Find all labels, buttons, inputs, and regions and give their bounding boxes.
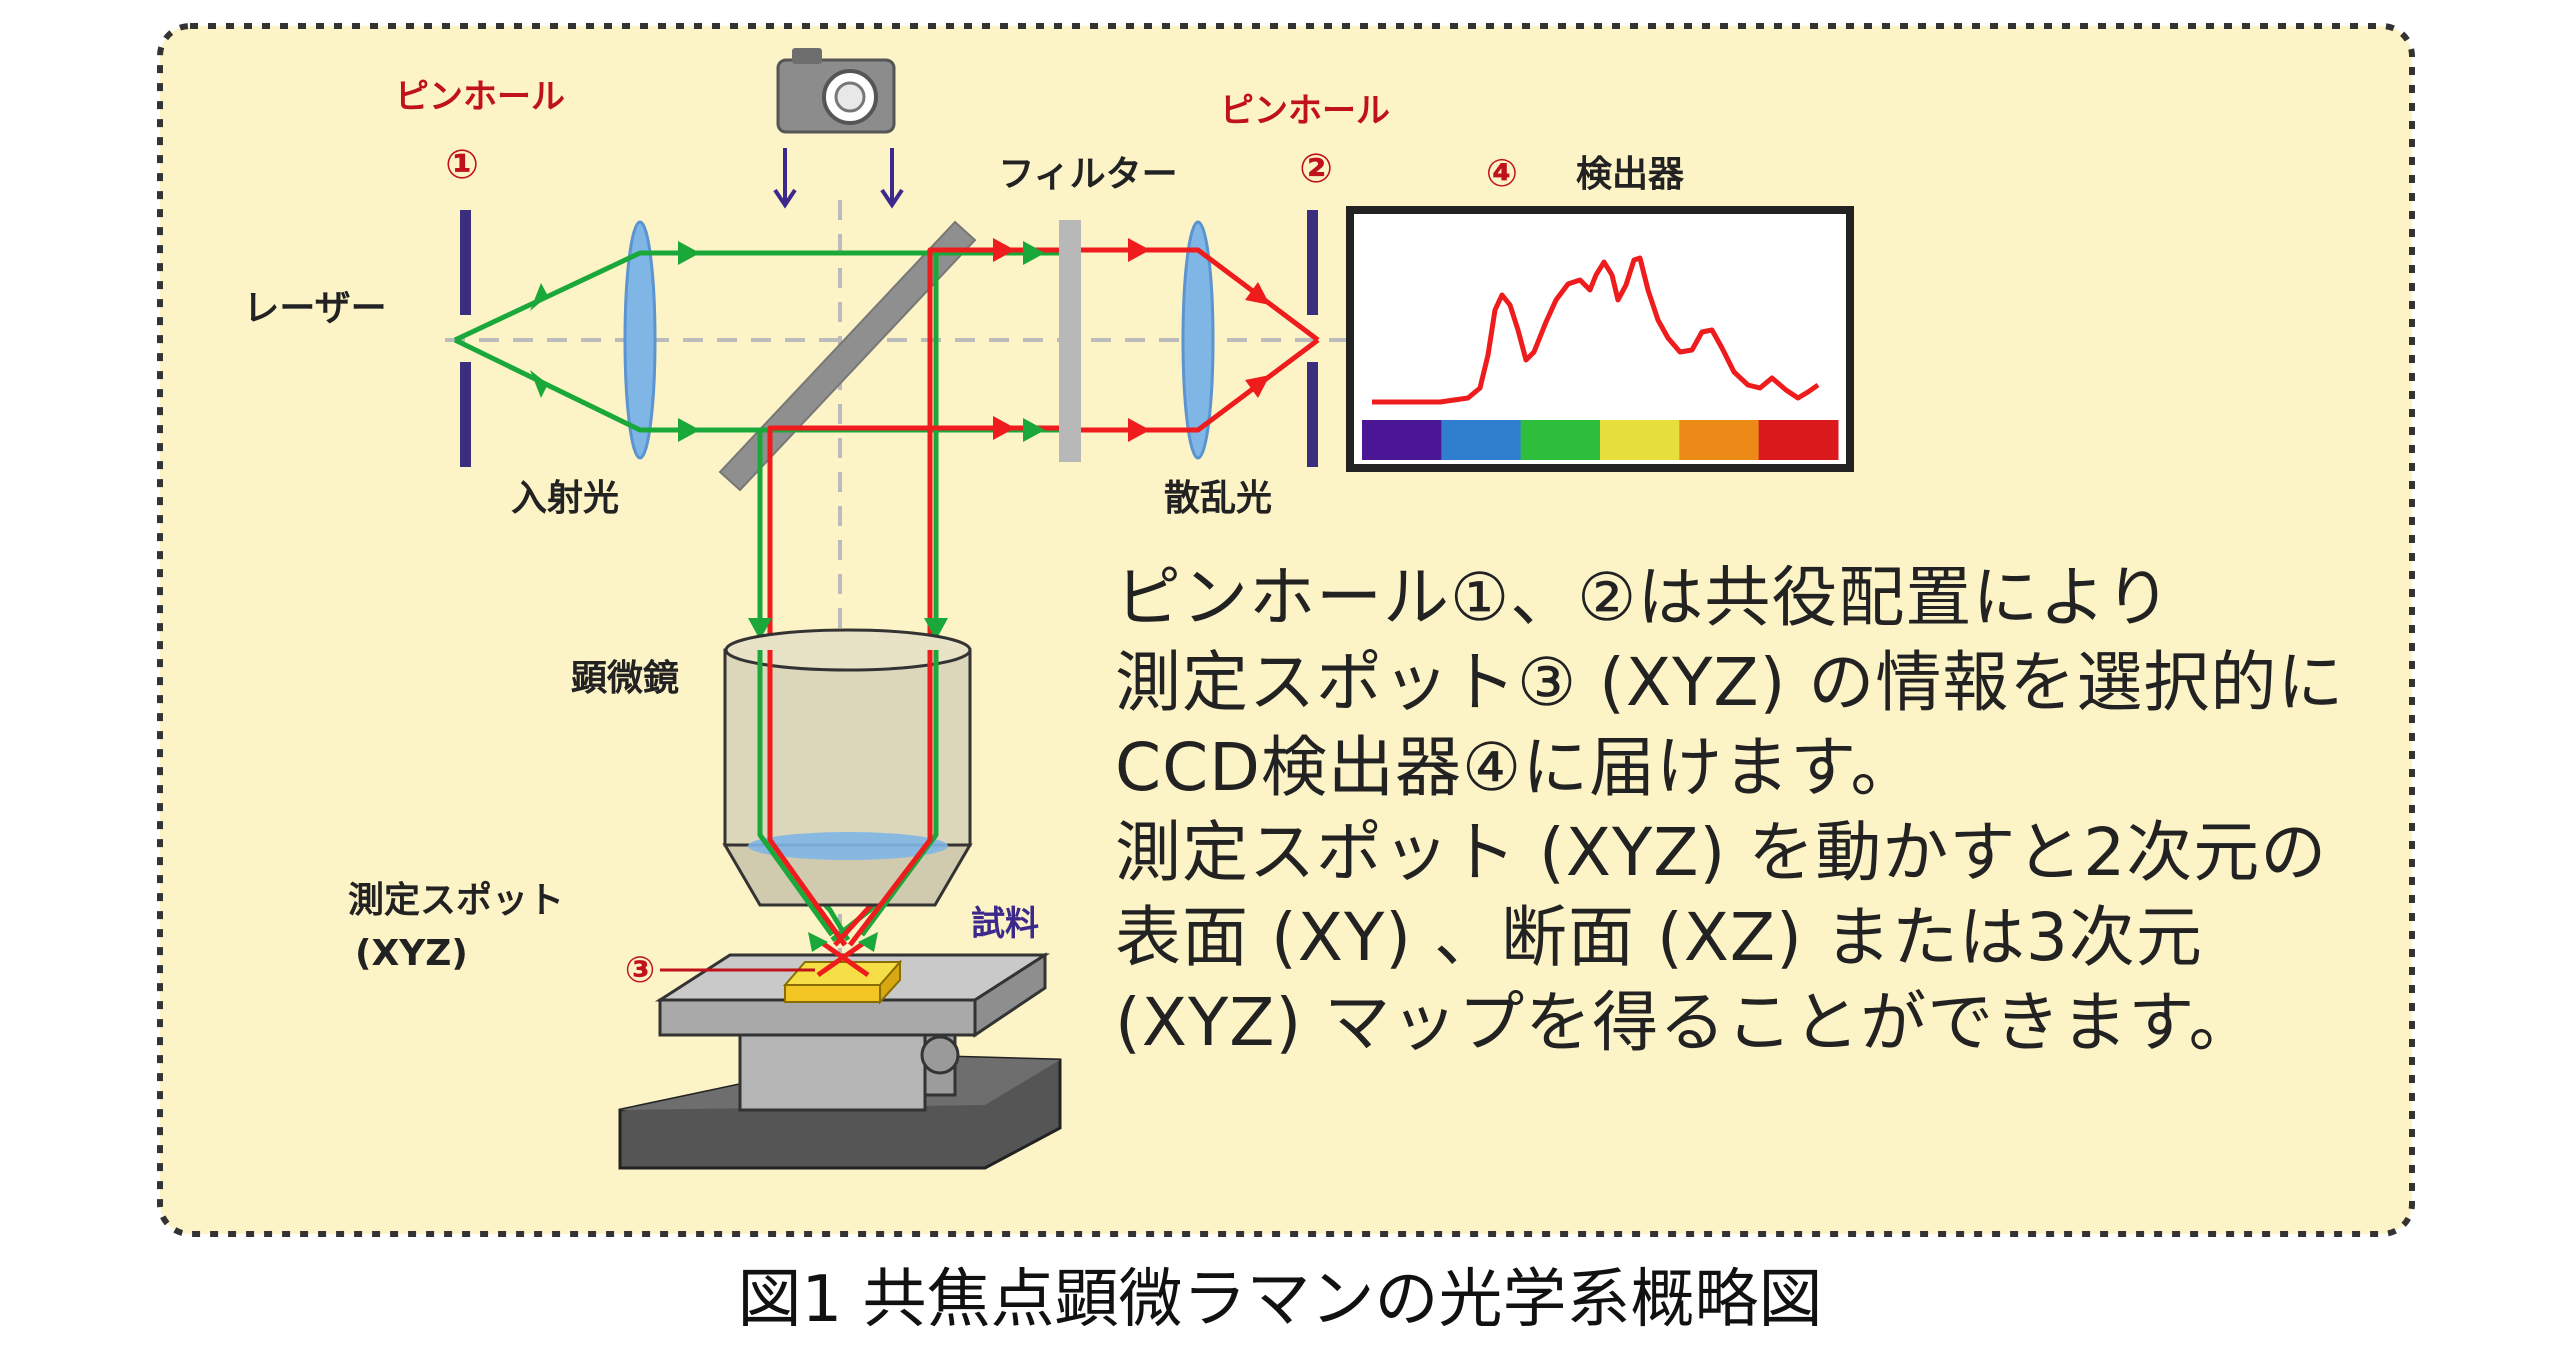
detector [1346,206,1854,472]
scattered-light-label: 散乱光 [1164,478,1272,519]
pinhole-1 [460,210,471,467]
pinhole-2-number: ② [1299,146,1333,192]
spectrum-segment [1758,420,1839,460]
sample [782,959,903,1005]
description-line-4: 測定スポット (XYZ) を動かすと2次元の [1115,814,2328,891]
beam-splitter [718,220,977,492]
beam-arrowheads [530,238,1270,640]
filter-label: フィルター [998,154,1177,195]
incident-light-label: 入射光 [511,478,619,519]
spectrum-color-bar [1362,420,1839,460]
camera-icon [776,48,896,134]
raman-spectrum-curve [1372,255,1820,405]
detector-label: 検出器 [1576,154,1685,195]
lens-1 [623,220,657,460]
spot-number: ③ [625,950,655,991]
detector-number: ④ [1486,151,1518,195]
pinhole-1-title: ピンホール [395,77,565,117]
spot-label-line2: (XYZ) [355,933,468,974]
figure-caption: 図1 共焦点顕微ラマンの光学系概略図 [737,1263,1823,1337]
filter [1059,220,1081,462]
spectrum-segment [1600,420,1680,460]
camera-arrows [773,148,904,209]
description-line-3: CCD検出器④に届けます。 [1115,729,1918,806]
beams-in-objective [757,650,939,947]
pinhole-2 [1307,210,1318,467]
pinhole-2-title: ピンホール [1220,91,1390,131]
spectrum-segment [1362,420,1442,460]
pinhole-1-number: ① [445,142,479,188]
laser-label: レーザー [243,288,386,329]
description-line-1: ピンホール①、②は共役配置により [1115,559,2173,636]
spot-label-line1: 測定スポット [348,879,564,921]
spectrum-segment [1441,420,1522,460]
description-text: ピンホール①、②は共役配置により 測定スポット③ (XYZ) の情報を選択的に … [1115,555,2425,1065]
description-line-5: 表面 (XY) 、断面 (XZ) または3次元 [1115,899,2203,976]
focal-spot [808,932,878,978]
microscope-label: 顕微鏡 [571,658,679,699]
spectrum-segment [1520,420,1601,460]
description-line-2: 測定スポット③ (XYZ) の情報を選択的に [1115,644,2345,721]
spectrum-segment [1679,420,1760,460]
sample-label: 試料 [971,904,1039,944]
description-line-6: (XYZ) マップを得ることができます。 [1115,984,2256,1061]
lens-2 [1181,220,1215,460]
